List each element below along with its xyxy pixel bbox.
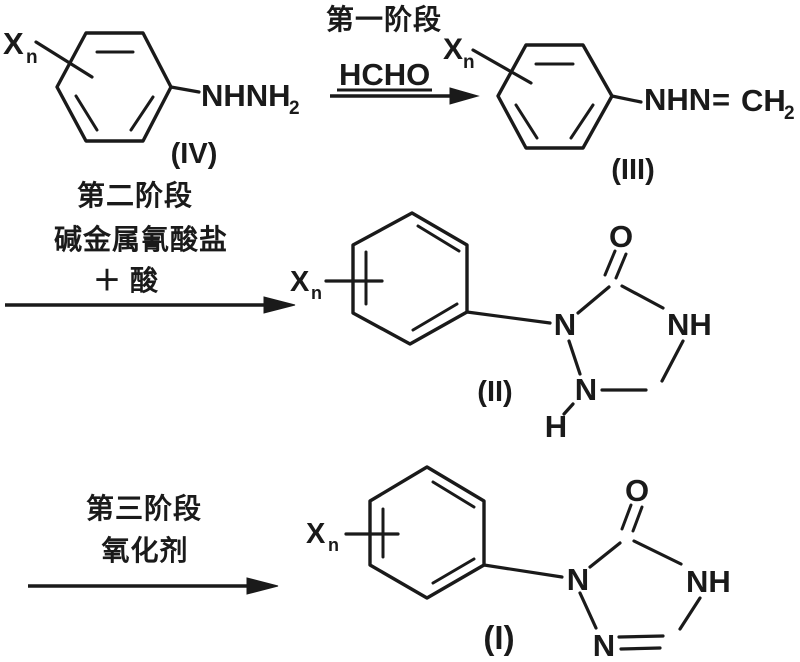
bond-n4-c5 [678,596,702,631]
bond-n2-h [562,402,575,416]
atom-label-n1: N [554,307,576,342]
bond-n1-c3 [588,541,622,569]
bond-c3-n4 [632,539,683,566]
compound-i-label: (I) [483,619,514,656]
reaction-arrow-head [449,87,480,105]
atom-label-o: O [625,473,649,508]
substituent-n-subscript: n [311,283,322,303]
atom-label-n2: N [575,372,597,407]
bond-c5-n2-double-line [617,634,665,639]
substituent-x-label: X [443,33,463,66]
reaction-arrow-head [246,577,279,595]
double-bond-line [74,94,99,132]
atom-label-n2: N [593,628,615,662]
bond-n1-c3 [576,285,611,315]
atom-label-nh: NH [686,564,731,599]
stage2-reagent-acid: ＋ 酸 [93,265,159,297]
compound-ii-label: (II) [477,376,512,408]
substituent-x-label: X [306,518,326,550]
nhn-group-label: NHN [644,82,711,117]
bond-to-group [169,85,201,94]
substituent-n-subscript: n [463,52,475,73]
compound-iii-label: (III) [611,154,655,186]
compound-iii: X n NHN = CH 2 (III) [443,33,795,186]
stage2-reagent-cyanate: 碱金属氰酸盐 [54,223,228,256]
atom-label-nh: NH [667,307,712,342]
stage1-name: 第一阶段 [326,3,442,36]
double-bond-line [514,103,539,140]
ch-subscript: 2 [784,103,795,124]
substituent-x-label: X [3,26,24,61]
atom-label-n1: N [567,562,589,597]
bond-c5-n2-double-line [619,646,662,651]
compound-ii: X n N O NH N H (II) [290,211,712,444]
bond-n2-n1 [567,339,582,376]
bond-c3-n4 [620,284,665,310]
benzene-ring-outline [351,211,469,346]
carbonyl-double-bond-line [603,249,617,277]
bond-to-group [610,94,643,104]
stage3-name: 第三阶段 [86,492,202,525]
carbonyl-double-bond-line [631,505,644,533]
double-bond-line [569,103,595,140]
double-bond-line [431,480,476,509]
bond-n4-c5 [660,339,685,383]
stage2-arrow-group: 第二阶段 碱金属氰酸盐 ＋ 酸 [5,179,296,314]
substituent-x-label: X [290,266,310,298]
double-bond-line [431,557,476,585]
stage1-arrow-group: 第一阶段 HCHO [326,3,480,105]
equals-double-bond-symbol: = [712,82,730,117]
hydrazine-subscript: 2 [289,98,300,119]
benzene-ring-outline [496,43,614,150]
carbonyl-double-bond-line [614,252,628,280]
reaction-arrow-head [263,296,296,314]
substituent-n-subscript: n [328,535,339,555]
bond-phenyl-to-n1 [482,563,564,579]
hydrazine-group-label: NHNH [201,78,291,113]
double-bond-line [411,302,459,332]
atom-label-h: H [545,409,567,444]
stage2-name: 第二阶段 [77,179,193,212]
stage3-reagent-oxidant: 氧化剂 [101,535,188,567]
compound-iv-label: (IV) [171,138,218,170]
stage1-reagent-hcho: HCHO [339,57,430,92]
stage3-arrow-group: 第三阶段 氧化剂 [28,492,279,595]
benzene-ring-outline [55,31,173,143]
bond-n2-n1 [578,591,598,630]
carbonyl-double-bond-line [620,503,633,531]
ch-group-label: CH [741,83,786,118]
double-bond-line [416,224,461,253]
xn-bond [34,40,94,79]
atom-label-o: O [609,219,633,254]
substituent-n-subscript: n [26,47,38,68]
compound-iv: X n NHNH 2 (IV) [3,26,300,170]
benzene-ring-outline [368,465,486,600]
compound-i: X n N O NH N (I) [306,465,731,662]
xn-bond [471,48,533,85]
double-bond-line [129,95,155,132]
bond-phenyl-to-n1 [465,310,552,325]
